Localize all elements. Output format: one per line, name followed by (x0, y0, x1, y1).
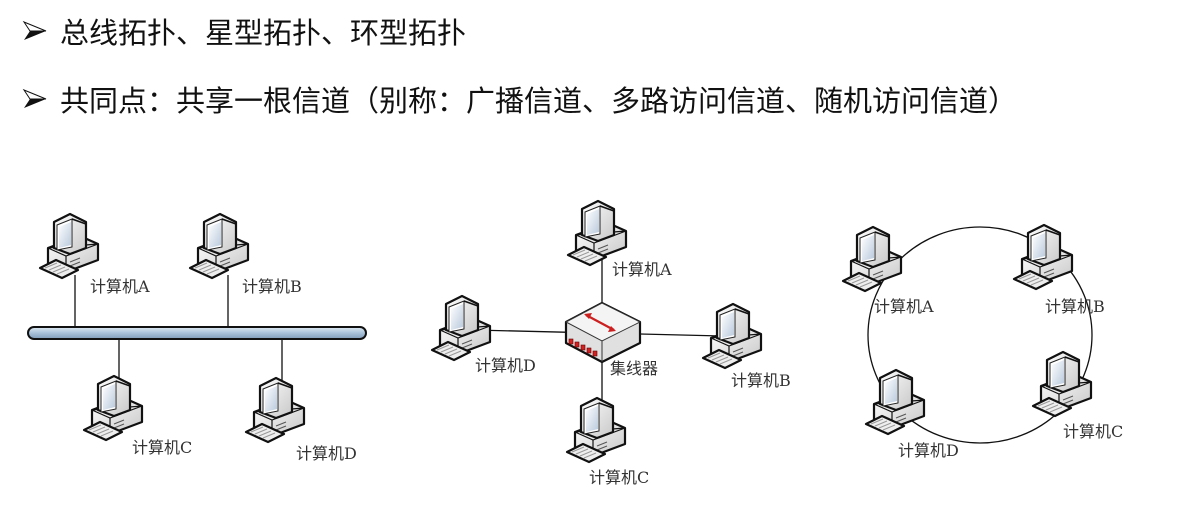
computer-label: 计算机B (731, 371, 791, 390)
ring-cable (867, 226, 1093, 444)
computer-label: 计算机B (1045, 297, 1105, 316)
bus-cable (27, 326, 367, 340)
computer-icon (565, 396, 627, 464)
computer-icon (38, 212, 100, 280)
computer-icon (1031, 350, 1093, 418)
computer-icon (244, 376, 306, 444)
bus-topology: 计算机A 计算机B 计算机C 计算机D (27, 212, 367, 463)
ring-topology: 计算机A 计算机B 计算机C 计算机D (841, 223, 1123, 460)
computer-label: 计算机D (475, 356, 536, 375)
bullet-topologies: 总线拓扑、星型拓扑、环型拓扑 (22, 10, 466, 52)
star-topology: 计算机A 计算机B 计算机C 计算机D 集线器 (430, 199, 791, 487)
bullet-common-point: 共同点：共享一根信道（别称：广播信道、多路访问信道、随机访问信道） (22, 78, 1017, 120)
arrow-bullet-icon (22, 88, 47, 108)
computer-icon (864, 368, 926, 436)
computer-label: 计算机A (612, 260, 672, 279)
computer-label: 计算机C (1063, 422, 1123, 441)
computer-icon (82, 374, 144, 442)
computer-label: 计算机C (589, 468, 649, 487)
hub-label: 集线器 (610, 359, 658, 378)
bullet-text: 总线拓扑、星型拓扑、环型拓扑 (60, 16, 467, 50)
computer-label: 计算机D (296, 444, 357, 463)
computer-label: 计算机C (132, 438, 192, 457)
computer-icon (566, 199, 628, 267)
computer-icon (430, 294, 492, 362)
computer-icon (188, 212, 250, 280)
computer-label: 计算机D (898, 441, 959, 460)
computer-icon (841, 225, 903, 293)
arrow-bullet-icon (22, 20, 47, 40)
computer-label: 计算机B (242, 277, 302, 296)
computer-label: 计算机A (90, 277, 150, 296)
computer-label: 计算机A (874, 297, 934, 316)
hub-icon (564, 301, 642, 364)
bullet-text: 共同点：共享一根信道（别称：广播信道、多路访问信道、随机访问信道） (60, 84, 1018, 118)
